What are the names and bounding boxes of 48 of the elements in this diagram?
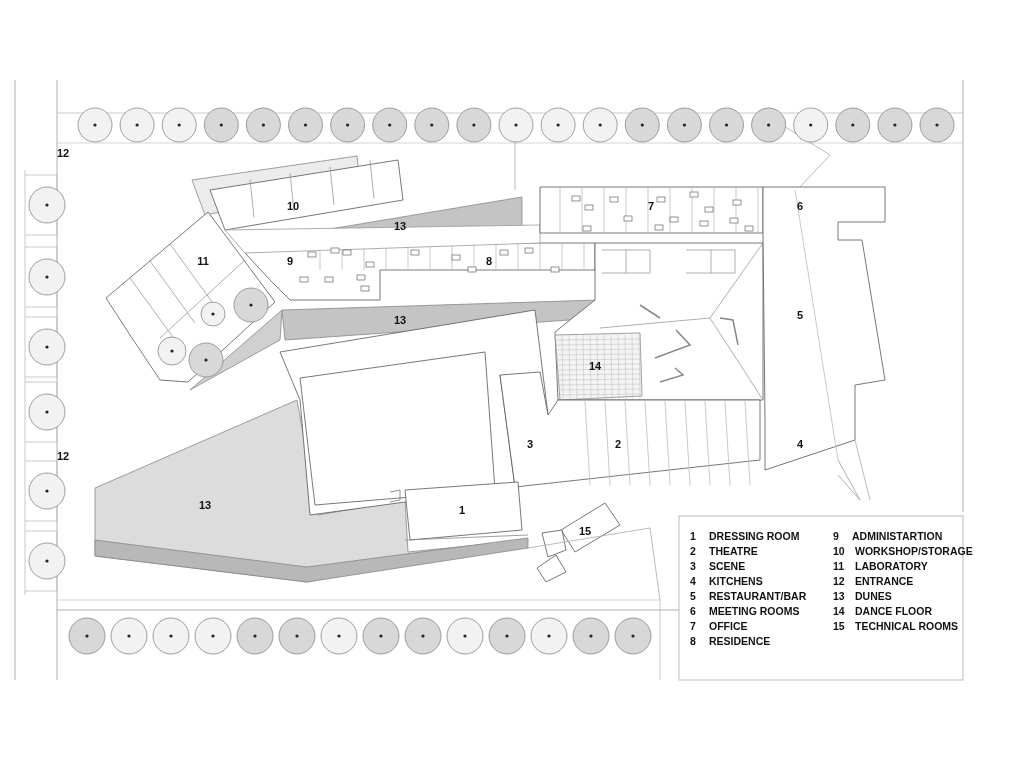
room-number: 1: [458, 503, 466, 517]
room-number: 15: [578, 524, 592, 538]
room-number: 10: [286, 199, 300, 213]
legend-text: SCENE: [709, 559, 746, 573]
room-number: 12: [56, 449, 70, 463]
legend-number: 1: [690, 529, 696, 543]
legend-text: WORKSHOP/STORAGE: [855, 544, 973, 558]
legend-number: 9: [833, 529, 839, 543]
legend-text: THEATRE: [709, 544, 758, 558]
legend-text: TECHNICAL ROOMS: [855, 619, 959, 633]
room-number: 13: [198, 498, 212, 512]
legend-text: ENTRANCE: [855, 574, 914, 588]
room-number: 3: [526, 437, 534, 451]
legend-text: DUNES: [855, 589, 892, 603]
legend-text: RESIDENCE: [709, 634, 771, 648]
legend-number: 5: [690, 589, 696, 603]
legend-number: 8: [690, 634, 696, 648]
legend-text: DRESSING ROOM: [709, 529, 800, 543]
legend-number: 14: [833, 604, 845, 618]
legend-text: MEETING ROOMS: [709, 604, 800, 618]
legend-number: 7: [690, 619, 696, 633]
legend-text: LABORATORY: [855, 559, 928, 573]
legend-number: 3: [690, 559, 696, 573]
legend-number: 10: [833, 544, 845, 558]
room-number: 8: [485, 254, 493, 268]
room-number: 13: [393, 219, 407, 233]
legend-number: 4: [690, 574, 696, 588]
room-number: 9: [286, 254, 294, 268]
legend-number: 13: [833, 589, 845, 603]
legend-number: 15: [833, 619, 845, 633]
legend-number: 11: [833, 559, 845, 573]
room-number: 6: [796, 199, 804, 213]
legend-text: KITCHENS: [709, 574, 763, 588]
room-number: 12: [56, 146, 70, 160]
legend-number: 6: [690, 604, 696, 618]
room-number: 14: [588, 359, 602, 373]
legend-text: RESTAURANT/BAR: [709, 589, 807, 603]
legend-number: 2: [690, 544, 696, 558]
room-number: 11: [197, 254, 209, 268]
room-number: 4: [796, 437, 804, 451]
legend-number: 12: [833, 574, 845, 588]
room-number: 2: [614, 437, 622, 451]
legend-text: OFFICE: [709, 619, 748, 633]
room-number: 7: [647, 199, 655, 213]
legend-text: DANCE FLOOR: [855, 604, 932, 618]
room-number: 5: [796, 308, 804, 322]
room-number: 13: [393, 313, 407, 327]
legend-text: ADMINISTARTION: [852, 529, 943, 543]
